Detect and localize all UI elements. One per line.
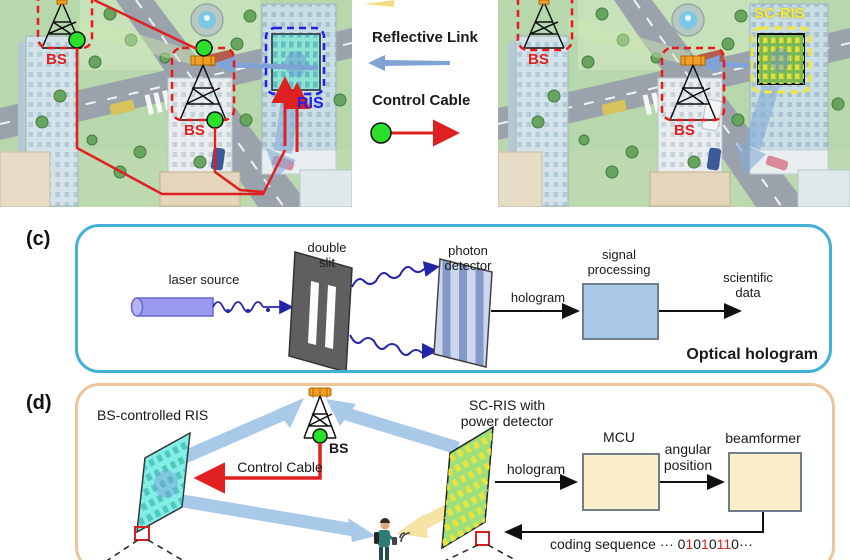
bs-center-dashed-box	[170, 46, 236, 122]
scris-dashed-box	[750, 26, 812, 94]
coding-sequence-text: coding sequence ··· 01010110···	[550, 536, 753, 552]
panel-d-tag: (d)	[26, 392, 52, 414]
scris-element-highlight	[475, 531, 490, 546]
scientific-data-label: scientific data	[723, 270, 773, 300]
control-cable-icon	[370, 119, 460, 147]
angular-position-label: angular position	[663, 441, 713, 473]
green-dot	[312, 428, 328, 444]
scris-label: SC-RIS	[754, 5, 805, 22]
mcu-box	[582, 453, 660, 511]
bs-top-dashed-box	[36, 0, 94, 50]
trees	[531, 7, 845, 179]
laser-cylinder-icon	[130, 297, 214, 317]
city-scene-left: BS BS RIS	[0, 0, 352, 207]
laser-source-label: laser source	[168, 272, 240, 287]
transmissive-beam	[568, 16, 690, 66]
transmissive-beam	[78, 16, 198, 66]
coding-digit: 1	[685, 536, 694, 552]
legend-reflective-label: Reflective Link	[372, 29, 478, 46]
control-cable	[193, 443, 322, 494]
scris-power-detector-panel	[441, 425, 517, 560]
panel-c-optical-hologram: laser source double slit photon detector…	[75, 224, 832, 373]
green-dot	[206, 111, 224, 129]
bs-center-dashed-box	[660, 46, 726, 122]
coding-digit: 0	[708, 536, 717, 552]
photon-detector-icon	[433, 258, 493, 368]
scris-panel	[757, 33, 805, 85]
double-slit-icon	[288, 251, 353, 370]
control-cables	[75, 0, 311, 196]
bs-top-dashed-box	[516, 0, 574, 52]
ris-label: RIS	[297, 95, 324, 112]
bs-center-label: BS	[184, 122, 205, 139]
bs-controlled-ris-panel	[106, 431, 191, 560]
bs-top-label: BS	[528, 51, 549, 68]
ris-element-highlight	[134, 526, 150, 541]
mcu-label: MCU	[603, 429, 635, 445]
reflective-beam-down	[736, 86, 780, 176]
photon-detector-label: photon detector	[444, 243, 492, 273]
bs-label: BS	[329, 440, 349, 456]
bs-tower	[303, 387, 337, 444]
reflective-beams	[175, 398, 460, 542]
panel-d-scris-system: BS-controlled RIS BS Control Cable SC-RI…	[75, 383, 835, 560]
coding-digit: 0	[693, 536, 702, 552]
trees	[35, 7, 347, 179]
interference-waves	[349, 261, 440, 359]
wifi-icon	[399, 532, 411, 543]
hologram-label: hologram	[510, 290, 566, 305]
coding-sequence-arrow	[504, 510, 764, 540]
fountain	[671, 3, 705, 37]
beamformer-box	[728, 452, 802, 512]
city-scene-right: BS BS SC-RIS	[498, 0, 850, 207]
bs-controlled-ris-label: BS-controlled RIS	[97, 407, 209, 423]
coding-digit: 0	[731, 536, 739, 552]
green-dot	[68, 31, 86, 49]
coding-suffix: ···	[738, 536, 753, 552]
city-scene-right-art	[498, 0, 850, 207]
scris-power-label: SC-RIS with power detector	[460, 397, 554, 429]
photon-wave	[212, 299, 294, 315]
reflective-link-icon	[368, 55, 450, 71]
hologram-label: hologram	[506, 461, 566, 477]
coding-digit: 0	[677, 536, 686, 552]
fountain	[190, 3, 224, 37]
ris-panel	[271, 33, 321, 91]
bs-center-label: BS	[674, 122, 695, 139]
reflective-arrow	[212, 56, 319, 74]
control-cable-label: Control Cable	[237, 459, 323, 475]
legend-control-cable-label: Control Cable	[372, 92, 471, 109]
coding-digit: 1	[723, 536, 732, 552]
transmissive-link-icon	[364, 0, 394, 7]
bs-top-label: BS	[46, 51, 67, 68]
coding-digit: 1	[701, 536, 709, 552]
legend: Reflective Link Control Cable	[352, 0, 498, 207]
coding-prefix: coding sequence ···	[550, 536, 674, 552]
coding-digit: 1	[716, 536, 724, 552]
optical-hologram-caption: Optical hologram	[686, 346, 818, 363]
double-slit-label: double slit	[307, 240, 347, 270]
city-scene-left-art	[0, 0, 352, 207]
panel-c-tag: (c)	[26, 228, 51, 250]
beamformer-label: beamformer	[725, 430, 801, 446]
bs-tower-topleft	[523, 0, 565, 49]
green-dot	[195, 39, 213, 57]
signal-processing-box	[582, 283, 659, 340]
signal-processing-label: signal processing	[587, 247, 651, 277]
user-person-icon	[374, 518, 411, 560]
panel-c-art	[130, 251, 742, 370]
reflective-arrow	[696, 55, 757, 73]
